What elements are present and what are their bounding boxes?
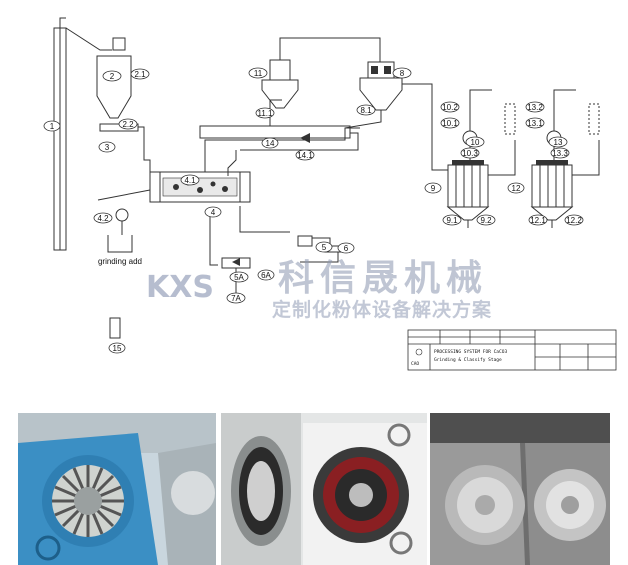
photo-white-mill — [221, 413, 427, 565]
title-line-1: PROCESSING SYSTEM FOR CaCO3 — [434, 349, 507, 355]
label-9: 9 — [431, 184, 436, 193]
bag-filter-12 — [531, 164, 573, 208]
pipe-14 — [199, 125, 351, 139]
label-11-1: 11.1 — [258, 109, 274, 118]
label-8-1: 8.1 — [360, 106, 372, 115]
label-2: 2 — [110, 72, 115, 81]
label-12-1: 12.1 — [530, 216, 546, 225]
label-10-2: 10.2 — [442, 103, 458, 112]
label-8: 8 — [400, 69, 405, 78]
photo-grey-mill — [430, 413, 610, 565]
label-2-1: 2.1 — [134, 70, 146, 79]
grinding-add-label: grinding add — [98, 257, 142, 266]
label-7a: 7A — [231, 294, 241, 303]
label-10-3: 10.3 — [462, 149, 478, 158]
label-4: 4 — [211, 208, 216, 217]
watermark-logo: KXS — [146, 270, 214, 305]
label-14: 14 — [266, 139, 275, 148]
label-13: 13 — [554, 138, 563, 147]
title-line-2: Grinding & Classify Stage — [434, 357, 502, 363]
label-10: 10 — [471, 138, 480, 147]
label-9-1: 9.1 — [446, 216, 458, 225]
photo-blue-mill — [18, 413, 216, 565]
label-14-1: 14.1 — [297, 151, 313, 160]
label-4-1: 4.1 — [184, 176, 196, 185]
label-15: 15 — [113, 344, 122, 353]
title-brand: CAO — [411, 361, 419, 367]
classifier-11 — [261, 79, 299, 109]
label-13-2: 13.2 — [527, 103, 543, 112]
title-block — [407, 329, 617, 371]
label-13-3: 13.3 — [552, 149, 568, 158]
label-5: 5 — [322, 243, 327, 252]
label-9-2: 9.2 — [480, 216, 492, 225]
label-4-2: 4.2 — [97, 214, 109, 223]
bag-filter-9 — [447, 164, 489, 208]
silo-2 — [96, 55, 132, 119]
watermark-slogan: 定制化粉体设备解决方案 — [272, 298, 492, 321]
label-1: 1 — [50, 122, 55, 131]
mill-4 — [149, 171, 251, 203]
label-6a: 6A — [261, 271, 271, 280]
label-10-1: 10.1 — [442, 119, 458, 128]
label-12: 12 — [512, 184, 521, 193]
label-3: 3 — [105, 143, 110, 152]
label-13-1: 13.1 — [527, 119, 543, 128]
watermark: KXS 科信晟机械 定制化粉体设备解决方案 — [146, 258, 492, 321]
label-11: 11 — [254, 69, 263, 78]
label-6: 6 — [344, 244, 349, 253]
watermark-company-name: 科信晟机械 — [278, 258, 488, 299]
label-2-2: 2.2 — [122, 120, 134, 129]
label-12-2: 12.2 — [566, 216, 582, 225]
label-5a: 5A — [234, 273, 244, 282]
process-flow-diagram: 1 2 2.1 2.2 3 4.1 4 4.2 5 5A 6 6A 7A 8 8… — [43, 17, 617, 371]
